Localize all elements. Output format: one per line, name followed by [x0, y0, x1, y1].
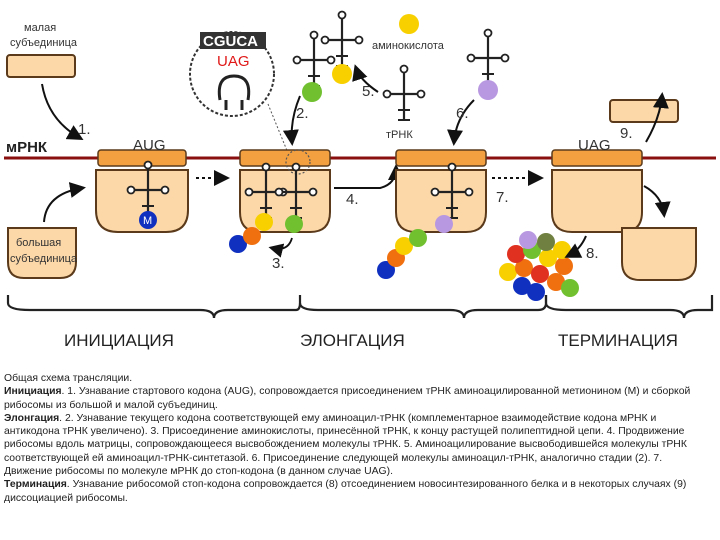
inset-codon: CGUCA: [203, 33, 258, 50]
step-9-label: 9.: [620, 125, 633, 142]
figure-caption: Общая схема трансляции. Инициация. 1. Уз…: [4, 372, 704, 505]
arrow-to-large-dissociated: [643, 185, 671, 218]
small-subunit-dissociated: [609, 99, 679, 123]
small-subunit-free: [6, 54, 76, 78]
large-subunit-free: [7, 227, 77, 279]
released-protein: [499, 231, 579, 301]
mrna-label: мРНК: [6, 139, 48, 156]
large-subunit-label-1: большая: [16, 237, 61, 249]
arrow-step9: [645, 92, 669, 143]
arrow-step3: [268, 237, 293, 258]
step-6-label: 6.: [456, 105, 469, 122]
step-8-label: 8.: [586, 245, 599, 262]
trna-label: тРНК: [386, 129, 413, 141]
step-7-label: 7.: [496, 189, 509, 206]
incoming-trna-step2: [292, 10, 364, 102]
caption-initiation-head: Инициация: [4, 386, 62, 398]
codon-uag-label: UAG: [578, 137, 611, 154]
step-5-label: 5.: [362, 83, 375, 100]
aminoacid-label: аминокислота: [372, 40, 445, 52]
caption-initiation: Инициация. 1. Узнавание стартового кодон…: [4, 385, 704, 412]
arrow-step1: [41, 83, 84, 140]
stage-initiation: ИНИЦИАЦИЯ: [64, 331, 174, 350]
caption-termination-head: Терминация: [4, 479, 67, 491]
codon-aug-label: AUG: [133, 137, 166, 154]
arrow-step4: [334, 164, 404, 189]
inset-anticodon: UAG: [217, 53, 250, 70]
stage-brackets: [6, 295, 714, 319]
arrow-step8: [564, 235, 587, 258]
codon-anticodon-inset: CGUCA UAG: [189, 31, 275, 117]
caption-initiation-text: . 1. Узнавание стартового кодона (AUG), …: [4, 386, 691, 411]
large-subunit-dissociated: [621, 227, 697, 281]
step-3-label: 3.: [272, 255, 285, 272]
inset-pointer: [267, 103, 291, 159]
met-label: M: [143, 215, 152, 227]
step-1-label: 1.: [78, 121, 91, 138]
incoming-aa-step6: [478, 80, 498, 100]
methionine: [139, 211, 157, 229]
arrow-step6: [447, 99, 475, 146]
stage-elongation: ЭЛОНГАЦИЯ: [300, 331, 405, 350]
caption-elongation: Элонгация. 2. Узнавание текущего кодона …: [4, 412, 704, 478]
translation-diagram: малая субъединица 1. мРНК большая субъед…: [4, 10, 716, 350]
ribosome-elongation-2: [377, 149, 487, 279]
small-subunit-label-2: субъединица: [10, 37, 78, 49]
free-aminoacid: [399, 14, 419, 34]
caption-title: Общая схема трансляции.: [4, 373, 133, 384]
caption-termination-text: . Узнавание рибосомой стоп-кодона сопров…: [4, 479, 687, 504]
arrow-step2: [282, 95, 301, 146]
small-subunit-label-1: малая: [24, 22, 56, 34]
arrow-large-to-ribosome: [43, 182, 86, 223]
arrow-step5: [352, 64, 379, 93]
large-subunit-label-2: субъединица: [10, 253, 78, 265]
caption-elongation-text: . 2. Узнавание текущего кодона соответст…: [4, 412, 687, 478]
ribosome-elongation-1: [229, 149, 331, 253]
stage-termination: ТЕРМИНАЦИЯ: [558, 331, 678, 350]
step-2-label: 2.: [296, 105, 309, 122]
released-trna: [382, 64, 426, 122]
caption-termination: Терминация. Узнавание рибосомой стоп-код…: [4, 478, 704, 505]
caption-elongation-head: Элонгация: [4, 412, 60, 424]
step-4-label: 4.: [346, 191, 359, 208]
ribosome-initiation: M: [95, 149, 189, 233]
incoming-trna-step6: [466, 28, 510, 86]
ribosome-termination: [551, 149, 643, 233]
